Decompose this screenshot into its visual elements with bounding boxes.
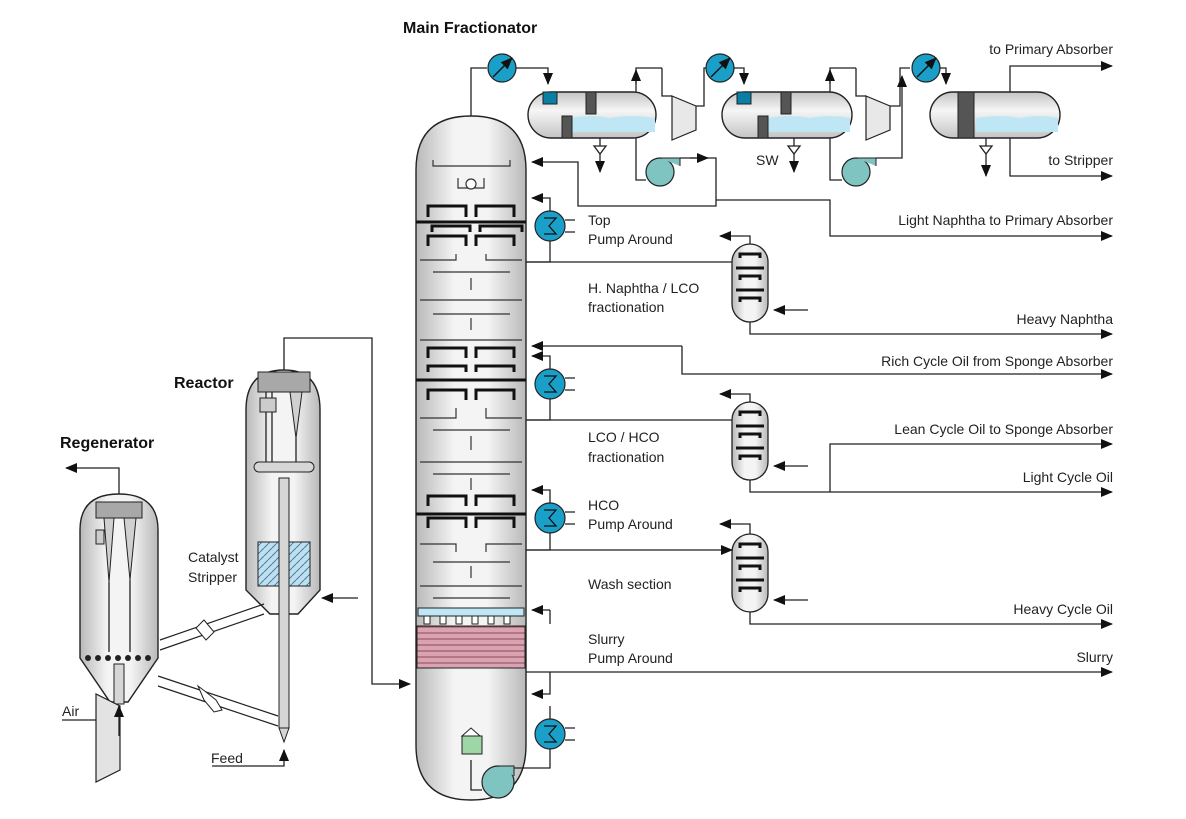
reactor <box>212 337 411 767</box>
label-hco-pump-around-1: HCO <box>588 497 619 513</box>
label-to-primary-absorber: to Primary Absorber <box>989 41 1113 57</box>
label-heavy-naphtha: Heavy Naphtha <box>1016 311 1113 327</box>
label-sw: SW <box>756 152 779 168</box>
reactor-title: Reactor <box>174 375 234 392</box>
label-lco-hco-1: LCO / HCO <box>588 429 660 445</box>
label-slurry-pump-around-2: Pump Around <box>588 650 673 666</box>
label-air: Air <box>62 703 79 719</box>
label-light-cycle-oil: Light Cycle Oil <box>1023 469 1113 485</box>
label-heavy-cycle-oil: Heavy Cycle Oil <box>1013 601 1113 617</box>
label-top-pump-around-2: Pump Around <box>588 231 673 247</box>
regenerator <box>62 463 279 783</box>
main-fractionator-column <box>415 67 527 801</box>
main-fractionator-title: Main Fractionator <box>403 20 537 37</box>
label-catalyst-stripper-2: Stripper <box>188 569 237 585</box>
overhead-system <box>487 53 1113 241</box>
regenerator-title: Regenerator <box>60 435 154 452</box>
label-top-pump-around-1: Top <box>588 212 611 228</box>
diagram-labels: Main Fractionator Reactor Regenerator to… <box>60 20 1113 766</box>
label-catalyst-stripper-1: Catalyst <box>188 549 239 565</box>
label-to-stripper: to Stripper <box>1048 152 1113 168</box>
side-draw-system <box>470 193 1113 799</box>
label-feed: Feed <box>211 750 243 766</box>
label-lco-hco-2: fractionation <box>588 449 664 465</box>
label-slurry-pump-around-1: Slurry <box>588 631 625 647</box>
label-hco-pump-around-2: Pump Around <box>588 516 673 532</box>
label-slurry: Slurry <box>1076 649 1113 665</box>
label-rich-cycle-oil: Rich Cycle Oil from Sponge Absorber <box>881 353 1113 369</box>
label-lean-cycle-oil: Lean Cycle Oil to Sponge Absorber <box>894 421 1113 437</box>
label-hn-lco-1: H. Naphtha / LCO <box>588 280 699 296</box>
label-wash-section: Wash section <box>588 576 672 592</box>
label-light-naphtha: Light Naphtha to Primary Absorber <box>898 212 1113 228</box>
label-hn-lco-2: fractionation <box>588 299 664 315</box>
